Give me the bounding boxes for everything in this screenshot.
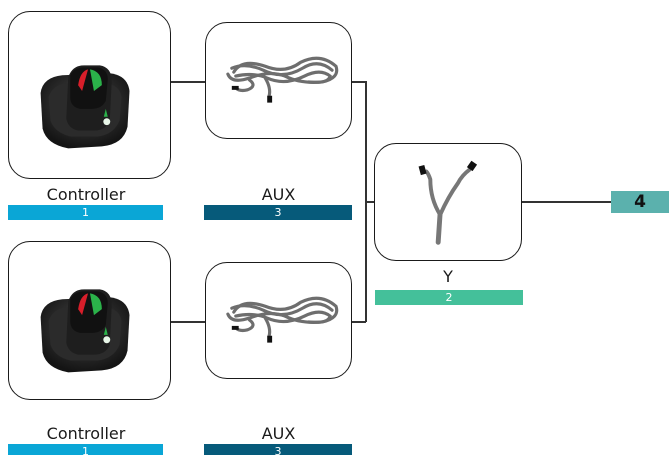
y-cable-badge: 2: [375, 290, 523, 305]
controller-node-bottom[interactable]: [8, 241, 171, 400]
controller-label-top: Controller: [46, 185, 126, 204]
connector-bus-to-y: [365, 201, 374, 203]
coiled-cable-icon: [226, 296, 339, 343]
aux-label-top: AUX: [261, 185, 296, 204]
coiled-cable-icon: [226, 56, 339, 103]
aux-badge-top: 3: [204, 205, 352, 220]
aux-node-bottom[interactable]: [205, 262, 352, 379]
controller-label-bottom: Controller: [46, 424, 126, 443]
y-splitter-cable-icon: [418, 160, 478, 245]
aux-label-bottom: AUX: [261, 424, 296, 443]
connector-aux-top-to-bus: [352, 81, 366, 83]
y-cable-node[interactable]: [374, 143, 522, 261]
connector-aux-bottom-to-bus: [352, 321, 366, 323]
aux-node-top[interactable]: [205, 22, 352, 139]
controller-badge-bottom: 1: [8, 444, 163, 455]
connector-y-to-end: [522, 201, 612, 203]
joystick-controller-icon: [40, 65, 130, 149]
aux-badge-bottom: 3: [204, 444, 352, 455]
joystick-controller-icon: [40, 289, 130, 373]
y-cable-label: Y: [443, 267, 453, 286]
connector-controller-aux-bottom: [171, 321, 205, 323]
controller-node-top[interactable]: [8, 11, 171, 179]
destination-node-4[interactable]: 4: [611, 191, 669, 213]
controller-badge-top: 1: [8, 205, 163, 220]
connector-controller-aux-top: [171, 81, 205, 83]
